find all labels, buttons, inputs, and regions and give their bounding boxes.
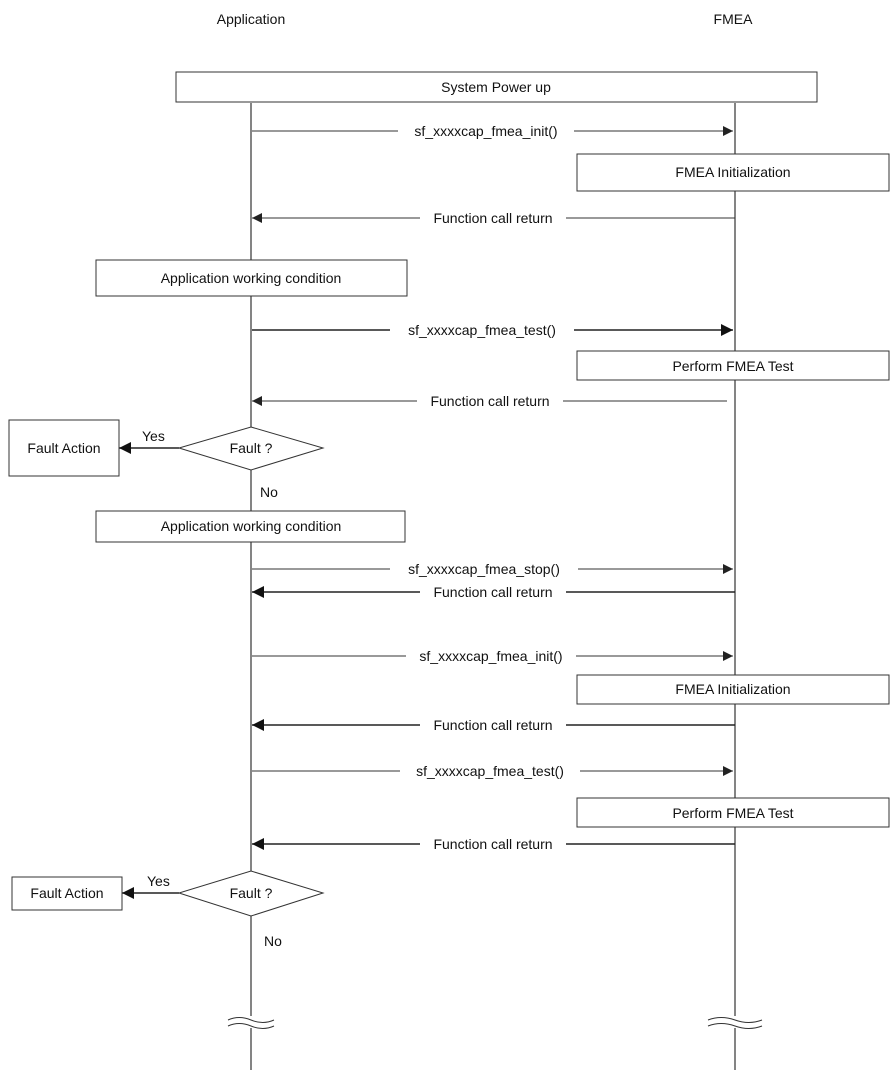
system-power-up-box: System Power up xyxy=(175,71,818,103)
fault-action-1-box: Fault Action xyxy=(8,419,120,477)
return-4-message: Function call return xyxy=(252,716,735,734)
return-1-message: Function call return xyxy=(252,209,735,227)
fmea-init-1-label: FMEA Initialization xyxy=(675,164,790,180)
return-5-message: Function call return xyxy=(252,835,735,853)
return-2-message: Function call return xyxy=(252,392,727,410)
fault-check-1-label: Fault ? xyxy=(230,440,273,456)
application-lifeline-break xyxy=(227,1016,275,1029)
call-stop-message: sf_xxxxcap_fmea_stop() xyxy=(252,560,733,578)
participant-application: Application xyxy=(217,11,286,27)
perform-test-2-box: Perform FMEA Test xyxy=(576,797,890,828)
return-2-label: Function call return xyxy=(430,393,549,409)
fault-action-2-box: Fault Action xyxy=(11,876,123,911)
yes-1-label: Yes xyxy=(142,428,165,444)
return-3-message: Function call return xyxy=(252,584,735,601)
fmea-init-1-box: FMEA Initialization xyxy=(576,153,890,192)
fault-check-2-label: Fault ? xyxy=(230,885,273,901)
fmea-init-2-label: FMEA Initialization xyxy=(675,681,790,697)
perform-test-1-label: Perform FMEA Test xyxy=(672,358,793,374)
no-1-label: No xyxy=(260,484,278,500)
perform-test-2-label: Perform FMEA Test xyxy=(672,805,793,821)
no-2-label: No xyxy=(264,933,282,949)
app-working-1-box: Application working condition xyxy=(95,259,408,297)
call-test-1-label: sf_xxxxcap_fmea_test() xyxy=(408,322,556,338)
fault-action-2-label: Fault Action xyxy=(30,885,103,901)
fault-check-2-decision: Fault ? xyxy=(177,870,325,917)
call-test-2-message: sf_xxxxcap_fmea_test() xyxy=(252,762,733,780)
call-init-2-label: sf_xxxxcap_fmea_init() xyxy=(419,648,562,664)
call-init-2-message: sf_xxxxcap_fmea_init() xyxy=(252,647,733,665)
app-working-2-box: Application working condition xyxy=(95,510,406,543)
perform-test-1-box: Perform FMEA Test xyxy=(576,350,890,381)
app-working-1-label: Application working condition xyxy=(161,270,342,286)
fault-check-1-decision: Fault ? xyxy=(177,426,325,471)
fmea-init-2-box: FMEA Initialization xyxy=(576,674,890,705)
return-3-label: Function call return xyxy=(433,584,552,600)
return-4-label: Function call return xyxy=(433,717,552,733)
fmea-lifeline-break xyxy=(707,1016,763,1029)
call-test-1-message: sf_xxxxcap_fmea_test() xyxy=(252,321,733,339)
participant-fmea: FMEA xyxy=(714,11,754,27)
call-init-1-message: sf_xxxxcap_fmea_init() xyxy=(252,122,733,140)
return-1-label: Function call return xyxy=(433,210,552,226)
yes-2-label: Yes xyxy=(147,873,170,889)
fault-action-1-label: Fault Action xyxy=(27,440,100,456)
app-working-2-label: Application working condition xyxy=(161,518,342,534)
system-power-up-label: System Power up xyxy=(441,79,551,95)
call-stop-label: sf_xxxxcap_fmea_stop() xyxy=(408,561,560,577)
call-init-1-label: sf_xxxxcap_fmea_init() xyxy=(414,123,557,139)
call-test-2-label: sf_xxxxcap_fmea_test() xyxy=(416,763,564,779)
return-5-label: Function call return xyxy=(433,836,552,852)
